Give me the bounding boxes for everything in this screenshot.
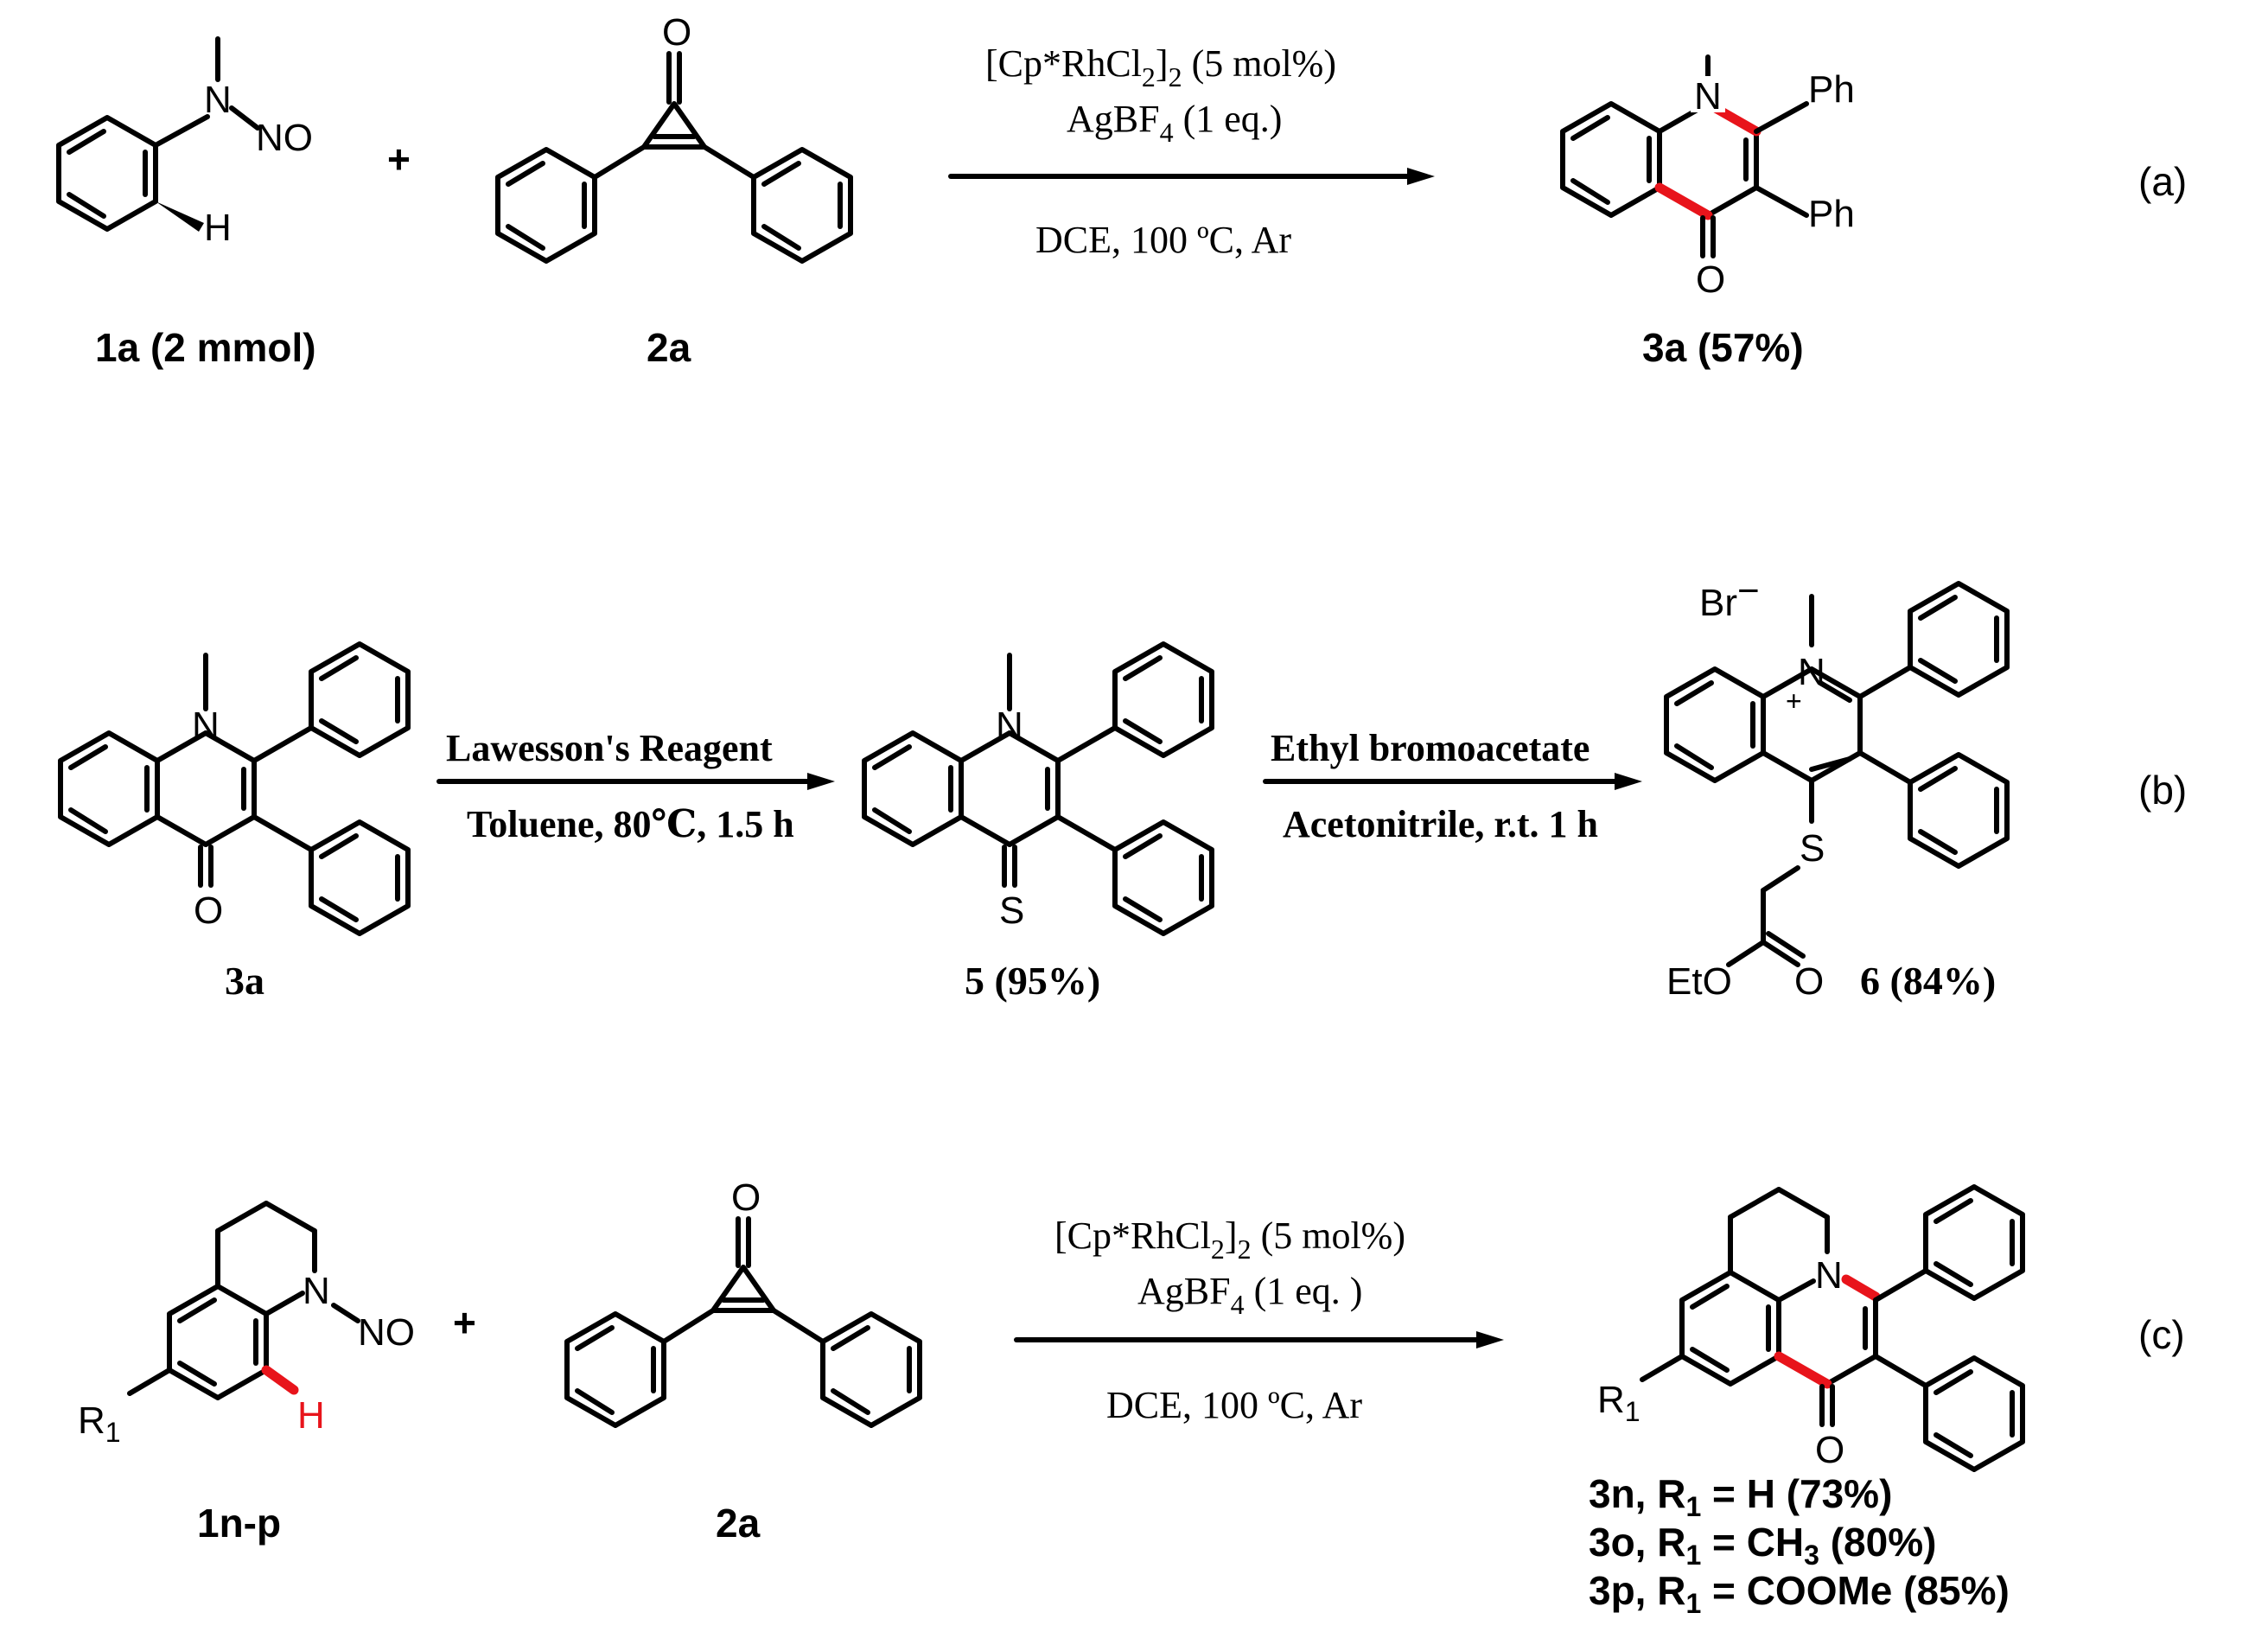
nitrogen-atom: N xyxy=(1815,1254,1843,1297)
nitrogen-atom: N xyxy=(1798,651,1825,693)
plus-sign: + xyxy=(387,137,411,182)
product-3o: 3o, R1 = CH3 (80%) xyxy=(1589,1520,1936,1571)
label-3a: 3a (57%) xyxy=(1642,325,1804,370)
panel-label-b: (b) xyxy=(2138,768,2187,813)
product-3n: 3n, R1 = H (73%) xyxy=(1589,1471,1892,1522)
molecule-3a-start: N O xyxy=(58,641,411,936)
sulfur-atom: S xyxy=(999,889,1024,932)
catalyst-text: [Cp*RhCl2]2 (5 mol%) xyxy=(1054,1214,1405,1265)
additive-text: AgBF4 (1 eq. ) xyxy=(1137,1270,1362,1320)
nitrogen-atom: N xyxy=(996,704,1023,747)
oxygen-atom: O xyxy=(1696,258,1725,301)
solvent-text: DCE, 100 ºC, Ar xyxy=(1035,219,1291,261)
molecule-1a: N NO H xyxy=(56,36,313,249)
row-b: N O 3a Lawesson's Reagent Toluene, 80℃, … xyxy=(58,570,2187,1003)
row-a: N NO H 1a (2 mmol) + O 2a xyxy=(56,11,2187,370)
conditions-a: [Cp*RhCl2]2 (5 mol%) AgBF4 (1 eq.) DCE, … xyxy=(948,42,1435,261)
plus-sign: + xyxy=(453,1300,476,1345)
nitrogen-atom: N xyxy=(1694,75,1722,118)
positive-charge: + xyxy=(1786,685,1802,717)
step1: Lawesson's Reagent Toluene, 80℃, 1.5 h xyxy=(436,727,835,845)
step2: Ethyl bromoacetate Acetonitrile, r.t. 1 … xyxy=(1263,727,1642,845)
conditions-text: Acetonitrile, r.t. 1 h xyxy=(1283,803,1598,845)
nitroso-group: NO xyxy=(358,1311,415,1354)
additive-text: AgBF4 (1 eq.) xyxy=(1067,98,1282,148)
label-6: 6 (84%) xyxy=(1860,959,1996,1003)
molecule-3a: N O Ph Ph xyxy=(1560,54,1855,301)
oxygen-atom: O xyxy=(1815,1429,1844,1471)
product-list: 3n, R1 = H (73%) 3o, R1 = CH3 (80%) 3p, … xyxy=(1589,1471,2010,1619)
sulfur-atom: S xyxy=(1800,827,1825,870)
label-2a: 2a xyxy=(647,325,691,370)
bromide-ion: Br− xyxy=(1699,570,1760,624)
hydrogen-atom: H xyxy=(297,1394,325,1437)
molecule-2a: O xyxy=(495,11,853,264)
catalyst-text: [Cp*RhCl2]2 (5 mol%) xyxy=(985,42,1336,92)
row-c: N NO H R1 1n-p + O xyxy=(78,1176,2185,1619)
nitrogen-atom: N xyxy=(192,704,220,747)
oxygen-atom: O xyxy=(731,1176,761,1219)
r1-substituent: R1 xyxy=(1597,1379,1640,1427)
molecule-3n-p: N O R1 xyxy=(1597,1184,2025,1472)
product-3p: 3p, R1 = COOMe (85%) xyxy=(1589,1568,2010,1619)
oxygen-atom: O xyxy=(194,889,223,932)
nitroso-group: NO xyxy=(256,117,313,159)
molecule-2a-c: O xyxy=(564,1176,922,1428)
panel-label-a: (a) xyxy=(2138,159,2187,204)
label-5: 5 (95%) xyxy=(965,959,1100,1003)
reagent-text: Lawesson's Reagent xyxy=(446,727,773,769)
phenyl-label: Ph xyxy=(1808,193,1855,235)
oxygen-atom: O xyxy=(1794,960,1824,1003)
label-2a-c: 2a xyxy=(716,1501,761,1546)
reagent-text: Ethyl bromoacetate xyxy=(1271,727,1590,769)
molecule-1n-p: N NO H R1 xyxy=(78,1201,415,1448)
solvent-text: DCE, 100 ºC, Ar xyxy=(1106,1384,1362,1426)
panel-label-c: (c) xyxy=(2138,1312,2185,1357)
conditions-text: Toluene, 80℃, 1.5 h xyxy=(467,803,794,845)
phenyl-label: Ph xyxy=(1808,68,1855,111)
label-1n-p: 1n-p xyxy=(197,1501,281,1546)
label-3a-b: 3a xyxy=(225,959,264,1003)
r1-substituent: R1 xyxy=(78,1399,121,1448)
label-1a: 1a (2 mmol) xyxy=(95,325,316,370)
nitrogen-atom: N xyxy=(303,1270,330,1312)
conditions-c: [Cp*RhCl2]2 (5 mol%) AgBF4 (1 eq. ) DCE,… xyxy=(1014,1214,1504,1426)
molecule-6: Br− N + S EtO O xyxy=(1664,570,2010,1003)
oxygen-atom: O xyxy=(662,11,691,54)
hydrogen-atom: H xyxy=(204,207,232,249)
nitrogen-atom: N xyxy=(204,79,232,121)
ethoxy-group: EtO xyxy=(1666,960,1732,1003)
molecule-5: N S xyxy=(862,641,1214,936)
